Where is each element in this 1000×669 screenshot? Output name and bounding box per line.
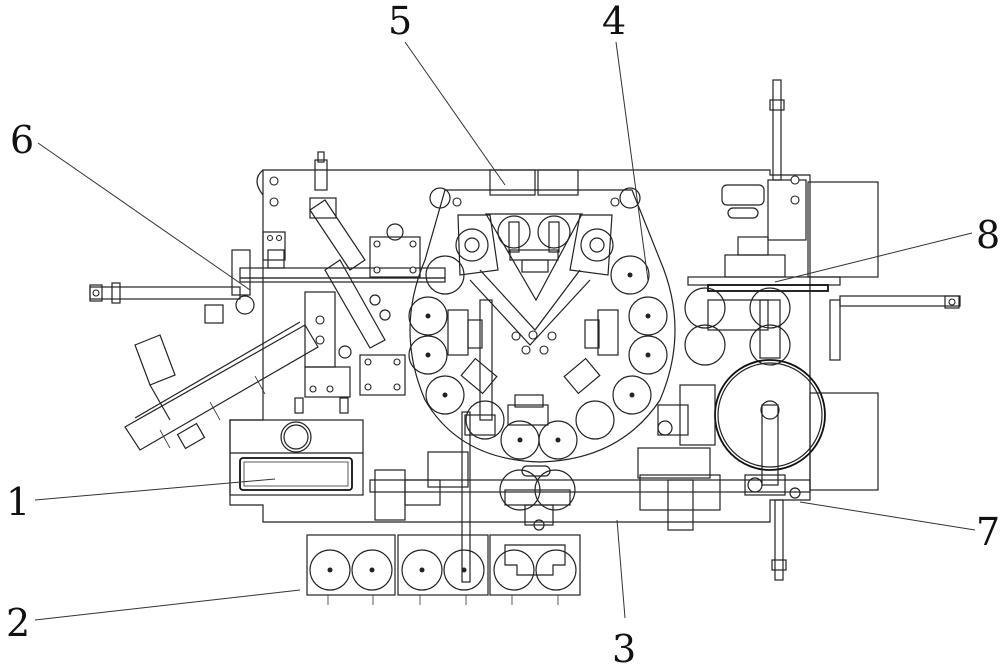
- leader-4: [615, 41, 649, 281]
- upper-left-assembly: [239, 151, 446, 414]
- callout-labels: 1 2 3 4 5 6 7 8: [6, 0, 1000, 669]
- callout-1: 1: [6, 480, 30, 524]
- callout-6: 6: [10, 118, 34, 162]
- part-2-roller-modules: [306, 534, 581, 605]
- part-6-feeder: [89, 249, 319, 451]
- leader-8: [774, 232, 973, 283]
- callout-4: 4: [602, 0, 626, 43]
- part-7-disc-station: [637, 359, 879, 581]
- callout-5: 5: [388, 0, 412, 43]
- part-3-transfer: [369, 411, 811, 583]
- part-4-turntable: [408, 187, 676, 463]
- leader-6: [37, 142, 251, 291]
- leader-7: [799, 501, 976, 531]
- callout-7: 7: [976, 510, 1000, 554]
- callout-2: 2: [6, 601, 30, 645]
- callout-3: 3: [612, 627, 636, 669]
- leader-2: [34, 589, 301, 621]
- part-1-box: [229, 419, 364, 496]
- turntable-rollers: [408, 255, 668, 460]
- callout-8: 8: [976, 213, 1000, 257]
- leader-1: [34, 478, 276, 501]
- part-8-station: [684, 79, 961, 366]
- leader-3: [616, 519, 626, 619]
- part-5-hopper: [484, 169, 584, 302]
- leader-5: [404, 41, 506, 186]
- leader-lines: [34, 41, 976, 621]
